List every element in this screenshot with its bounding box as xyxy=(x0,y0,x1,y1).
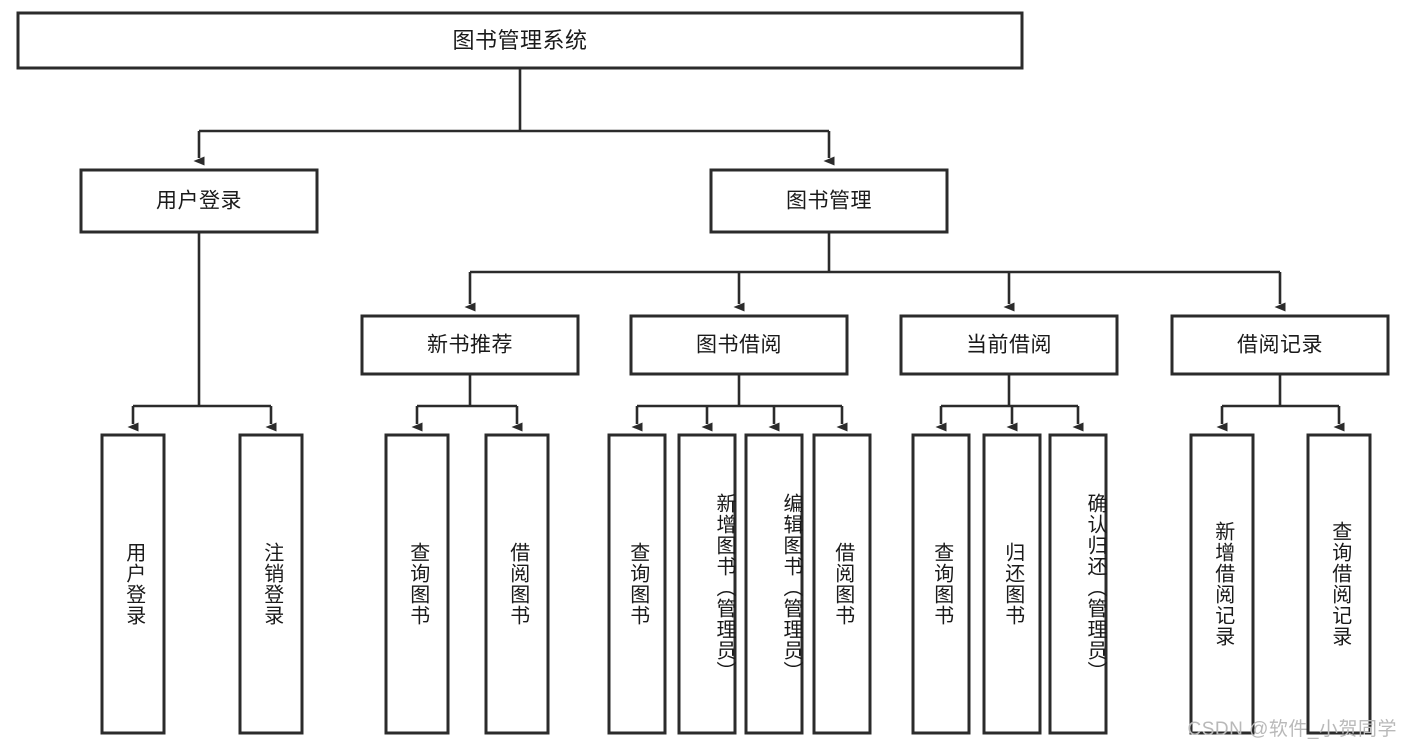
leaf-box-add-book[interactable] xyxy=(677,433,737,735)
edge-borrow-record-bus xyxy=(1216,374,1345,432)
node-book-borrow-label: 图书借阅 xyxy=(696,334,782,357)
leaf-box-return-book[interactable] xyxy=(982,433,1042,735)
leaf-box-query-book-new[interactable] xyxy=(384,433,450,735)
edge-user-login-bus xyxy=(127,232,277,432)
node-current-borrow-label: 当前借阅 xyxy=(966,334,1052,357)
edge-current-borrow-bus xyxy=(935,374,1084,432)
leaf-box-user-logout[interactable] xyxy=(238,433,304,735)
edge-root-bus xyxy=(193,68,835,166)
leaf-box-confirm-return[interactable] xyxy=(1048,433,1108,735)
node-book-borrow[interactable]: 图书借阅 xyxy=(629,314,849,376)
csdn-watermark: CSDN @软件_小贺同学 xyxy=(1187,719,1397,740)
node-root-label: 图书管理系统 xyxy=(452,28,587,53)
node-current-borrow-box[interactable] xyxy=(899,314,1119,376)
node-book-management-label: 图书管理 xyxy=(786,190,872,213)
node-user-login-label: 用户登录 xyxy=(156,190,242,213)
edge-book-borrow-bus xyxy=(631,374,848,432)
node-book-management-box[interactable] xyxy=(709,168,949,234)
node-current-borrow[interactable]: 当前借阅 xyxy=(899,314,1119,376)
node-borrow-record-label: 借阅记录 xyxy=(1237,334,1323,357)
node-root[interactable]: 图书管理系统 xyxy=(16,11,1024,70)
leaf-box-query-record[interactable] xyxy=(1306,433,1372,735)
leaf-box-add-record[interactable] xyxy=(1189,433,1255,735)
node-user-login[interactable]: 用户登录 xyxy=(79,168,319,234)
edge-book-management-bus xyxy=(464,232,1286,312)
edge-new-book-recommend-bus xyxy=(411,374,523,432)
leaf-box-borrow-book-new[interactable] xyxy=(484,433,550,735)
leaf-box-query-book-current[interactable] xyxy=(911,433,971,735)
node-new-book-recommend-label: 新书推荐 xyxy=(427,334,513,357)
leaf-box-borrow-book[interactable] xyxy=(812,433,872,735)
leaf-box-edit-book[interactable] xyxy=(744,433,804,735)
node-borrow-record[interactable]: 借阅记录 xyxy=(1170,314,1390,376)
leaf-box-query-book-borrow[interactable] xyxy=(607,433,667,735)
node-borrow-record-box[interactable] xyxy=(1170,314,1390,376)
node-new-book-recommend-box[interactable] xyxy=(360,314,580,376)
node-new-book-recommend[interactable]: 新书推荐 xyxy=(360,314,580,376)
leaf-box-user-login[interactable] xyxy=(100,433,166,735)
node-root-box[interactable] xyxy=(16,11,1024,70)
node-book-management[interactable]: 图书管理 xyxy=(709,168,949,234)
node-book-borrow-box[interactable] xyxy=(629,314,849,376)
